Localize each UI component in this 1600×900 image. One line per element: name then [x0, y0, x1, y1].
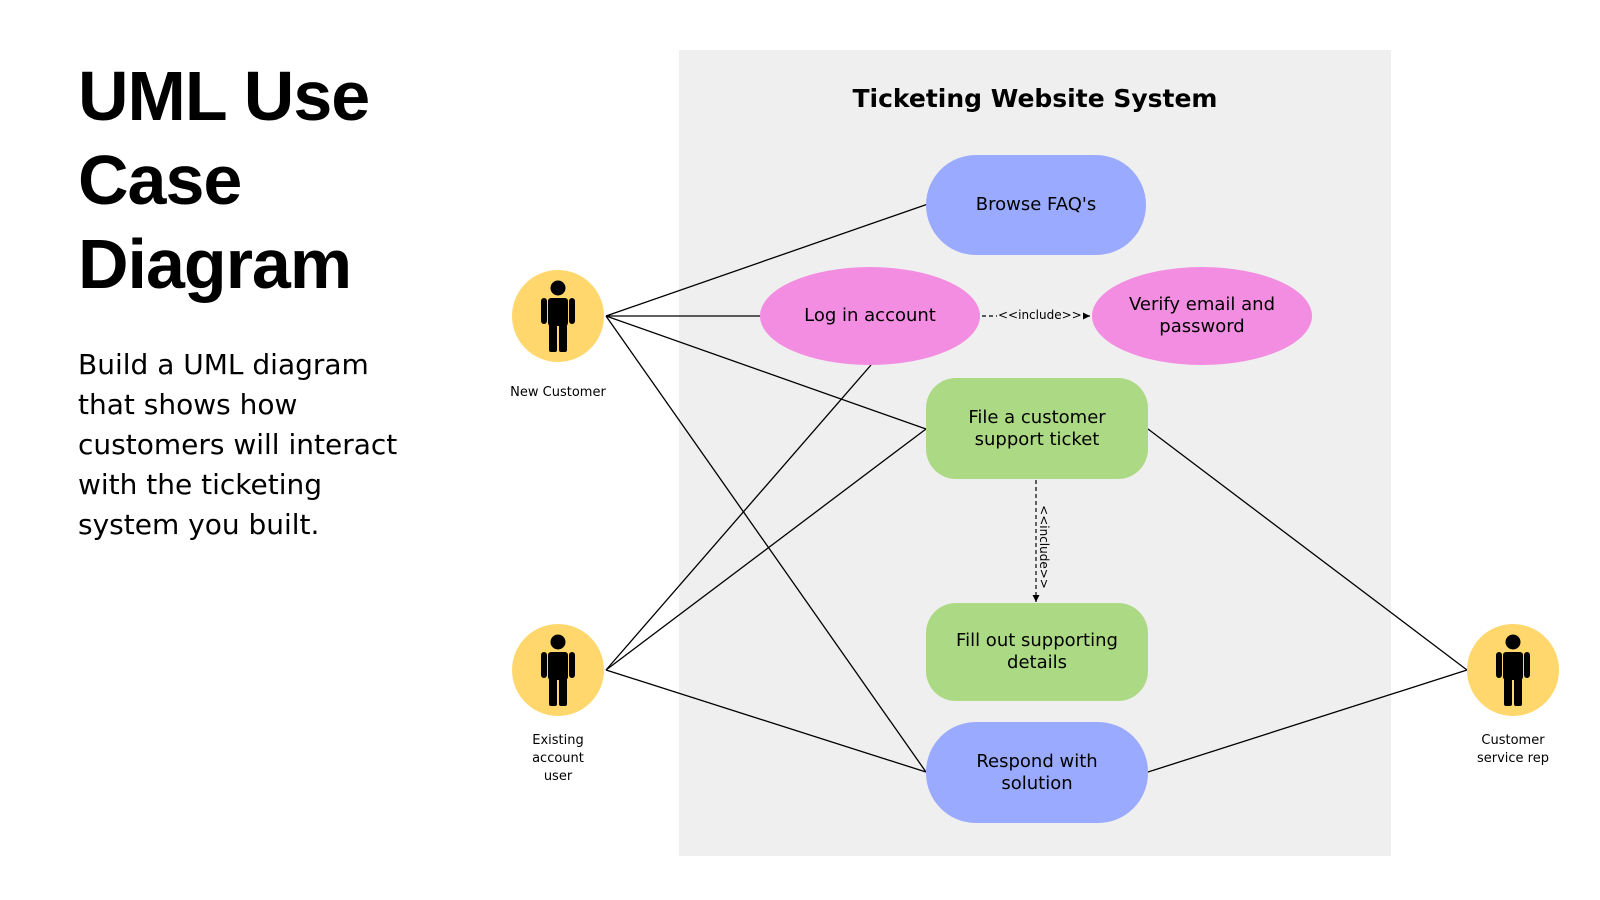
- include-label-login: <<include>>: [997, 308, 1083, 322]
- actor-label-new-customer: New Customer: [510, 385, 606, 400]
- usecase-fill-details[interactable]: Fill out supporting details: [926, 603, 1148, 701]
- page-subtitle: Build a UML diagram that shows how custo…: [78, 348, 398, 541]
- association-new-customer-browse: [605, 203, 929, 317]
- person-icon: [1496, 634, 1530, 706]
- usecase-verify[interactable]: Verify email and password: [1092, 267, 1312, 365]
- actor-label-service-rep: Customer service rep: [1476, 733, 1549, 766]
- person-icon: [541, 280, 575, 352]
- person-icon: [541, 634, 575, 706]
- association-new-customer-file: [605, 315, 927, 430]
- page-title: UML Use Case Diagram: [78, 57, 370, 303]
- actor-new-customer[interactable]: [512, 270, 604, 362]
- association-rep-file: [1147, 428, 1468, 671]
- system-title: Ticketing Website System: [852, 84, 1218, 113]
- actor-existing-user[interactable]: [512, 624, 604, 716]
- association-rep-respond: [1147, 669, 1468, 773]
- include-label-file: <<include>>: [1036, 504, 1051, 590]
- association-existing-login: [605, 364, 872, 671]
- usecase-log-in[interactable]: Log in account: [760, 267, 980, 365]
- usecase-browse-faq[interactable]: Browse FAQ's: [926, 155, 1146, 255]
- association-existing-file: [605, 428, 927, 671]
- usecase-file-ticket[interactable]: File a customer support ticket: [926, 378, 1148, 479]
- association-existing-respond: [605, 669, 927, 773]
- usecase-respond[interactable]: Respond with solution: [926, 722, 1148, 823]
- actor-label-existing-user: Existing account user: [532, 733, 584, 784]
- association-new-customer-respond: [605, 315, 927, 773]
- actor-service-rep[interactable]: [1467, 624, 1559, 716]
